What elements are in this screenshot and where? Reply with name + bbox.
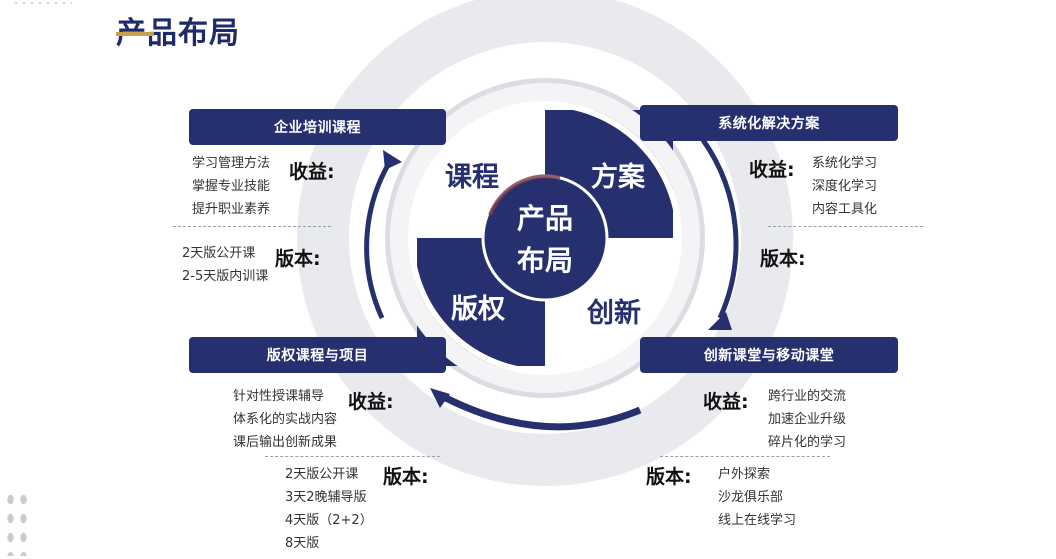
panel-header-enterprise-training: 企业培训课程 xyxy=(189,109,446,145)
divider xyxy=(660,456,830,457)
version-item: 2天版公开课 xyxy=(285,467,359,482)
benefit-item: 针对性授课辅导 xyxy=(233,389,325,404)
version-label: 版本: xyxy=(383,466,429,488)
benefit-item: 掌握专业技能 xyxy=(192,179,271,194)
benefit-item: 课后输出创新成果 xyxy=(233,435,338,450)
versions-list-copyright-courses: 2天版公开课 3天2晚辅导版 4天版（2+2） 8天版 xyxy=(285,463,373,555)
version-item: 4天版（2+2） xyxy=(285,513,373,528)
version-item: 沙龙俱乐部 xyxy=(718,490,784,505)
benefit-label: 收益: xyxy=(749,159,795,181)
version-label: 版本: xyxy=(760,248,806,270)
benefits-list-copyright-courses: 针对性授课辅导 体系化的实战内容 课后输出创新成果 xyxy=(233,385,337,454)
versions-list-enterprise-training: 2天版公开课 2-5天版内训课 xyxy=(182,242,268,288)
benefits-list-innovation-classroom: 跨行业的交流 加速企业升级 碎片化的学习 xyxy=(768,385,846,454)
benefit-item: 系统化学习 xyxy=(812,156,878,171)
version-item: 8天版 xyxy=(285,536,320,551)
center-label-line2: 布局 xyxy=(517,244,573,277)
benefit-item: 学习管理方法 xyxy=(192,156,271,171)
arrow-right-head xyxy=(708,312,732,330)
versions-list-innovation-classroom: 户外探索 沙龙俱乐部 线上在线学习 xyxy=(718,463,796,532)
arrow-left xyxy=(364,156,395,320)
center-label-line1: 产品 xyxy=(517,202,573,235)
quadrant-clip-ring xyxy=(408,101,682,375)
version-item: 线上在线学习 xyxy=(718,513,797,528)
benefit-item: 内容工具化 xyxy=(812,202,878,217)
center-accent-arc xyxy=(488,174,561,216)
quadrant-label-innovation: 创新 xyxy=(586,297,641,329)
benefit-item: 体系化的实战内容 xyxy=(233,412,338,427)
dots-decoration xyxy=(4,490,30,556)
benefit-label: 收益: xyxy=(348,391,394,413)
arrow-right xyxy=(700,138,739,320)
arrow-bottom xyxy=(438,391,642,431)
panel-header-systematic-solutions: 系统化解决方案 xyxy=(640,105,898,141)
divider xyxy=(265,456,440,457)
arrow-left-head xyxy=(383,150,402,170)
divider xyxy=(173,226,331,227)
version-item: 2天版公开课 xyxy=(182,246,256,261)
version-label: 版本: xyxy=(646,466,692,488)
version-label: 版本: xyxy=(275,248,321,270)
benefit-label: 收益: xyxy=(703,391,749,413)
divider xyxy=(768,226,923,227)
quadrant-label-solutions: 方案 xyxy=(591,161,646,193)
version-item: 户外探索 xyxy=(718,467,771,482)
panel-header-copyright-courses: 版权课程与项目 xyxy=(189,337,446,373)
quadrant-label-copyright: 版权 xyxy=(451,294,505,325)
quadrant-label-courses: 课程 xyxy=(445,162,499,193)
version-item: 3天2晚辅导版 xyxy=(285,490,367,505)
panel-header-innovation-classroom: 创新课堂与移动课堂 xyxy=(640,337,898,373)
benefits-list-enterprise-training: 学习管理方法 掌握专业技能 提升职业素养 xyxy=(192,152,270,221)
benefits-list-systematic-solutions: 系统化学习 深度化学习 内容工具化 xyxy=(812,152,877,221)
benefit-item: 提升职业素养 xyxy=(192,202,271,217)
arrow-bottom-head xyxy=(430,388,450,408)
top-dots-decoration xyxy=(12,0,72,6)
title-accent-bar xyxy=(116,32,154,36)
benefit-item: 深度化学习 xyxy=(812,179,878,194)
quadrant-mask-ring xyxy=(390,83,700,393)
benefit-label: 收益: xyxy=(289,161,335,183)
benefit-item: 碎片化的学习 xyxy=(768,435,847,450)
version-item: 2-5天版内训课 xyxy=(182,269,269,284)
benefit-item: 跨行业的交流 xyxy=(768,389,847,404)
benefit-item: 加速企业升级 xyxy=(768,412,847,427)
